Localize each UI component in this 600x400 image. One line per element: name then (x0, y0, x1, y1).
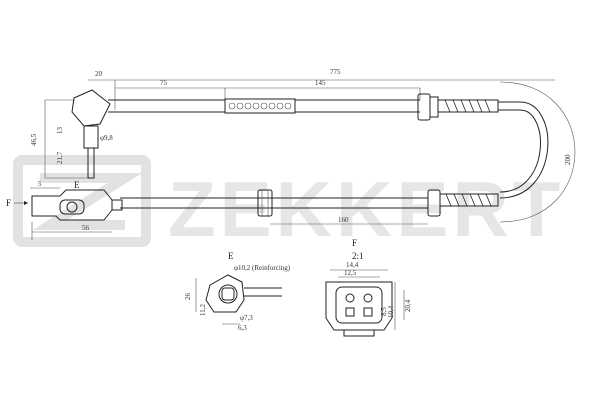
dim-26: 26 (184, 293, 192, 301)
view-e-label: E (74, 180, 80, 190)
detail-e-title: E (228, 251, 234, 261)
clip-lower (257, 189, 273, 217)
detail-e: E φ10,2 (Reinforcing) 26 11,2 φ7,3 6,3 (184, 251, 291, 332)
grommet-lower (427, 189, 499, 217)
dim-10-4: 10,4 (387, 305, 395, 318)
dim-5: 5 (38, 180, 42, 188)
detail-f: F 2:1 14,4 12,5 10,4 20,4 8,5 (325, 238, 412, 337)
detail-f-title: F (352, 238, 357, 248)
dim-11-2: 11,2 (199, 304, 207, 316)
dim-phi-9-8: φ9,8 (100, 134, 113, 142)
clip-ribs (228, 102, 292, 110)
dim-160: 160 (338, 216, 349, 224)
dim-reinforcing: φ10,2 (Reinforcing) (234, 264, 291, 272)
sensor-head-upper: 46,5 13 21,7 φ9,8 (30, 89, 113, 179)
dim-775: 775 (330, 68, 341, 76)
dim-20-4: 20,4 (404, 299, 412, 312)
dim-8-5: 8,5 (380, 307, 388, 316)
dim-56: 56 (82, 224, 90, 232)
dim-200: 200 (564, 154, 572, 165)
dim-13: 13 (56, 127, 64, 135)
watermark-text: ZEKKERT (168, 165, 564, 253)
view-f-arrow-label: F (6, 198, 11, 208)
top-dimensions: 20 775 75 145 (88, 68, 555, 110)
cable-lower: 56 160 5 F E (6, 180, 499, 240)
grommet-upper (417, 93, 499, 121)
dim-21-7: 21,7 (56, 151, 64, 164)
dim-12-5: 12,5 (344, 269, 357, 277)
dim-6-3: 6,3 (238, 324, 247, 332)
dim-46-5: 46,5 (30, 133, 38, 146)
detail-f-scale: 2:1 (352, 251, 364, 261)
dim-14-4: 14,4 (346, 261, 359, 269)
zekkert-watermark: ZEKKERT (13, 155, 564, 253)
dim-phi-7-3: φ7,3 (240, 314, 253, 322)
dim-145: 145 (315, 79, 326, 87)
dim-75: 75 (160, 79, 168, 87)
dim-20: 20 (95, 70, 103, 78)
connector-lower (31, 189, 123, 221)
